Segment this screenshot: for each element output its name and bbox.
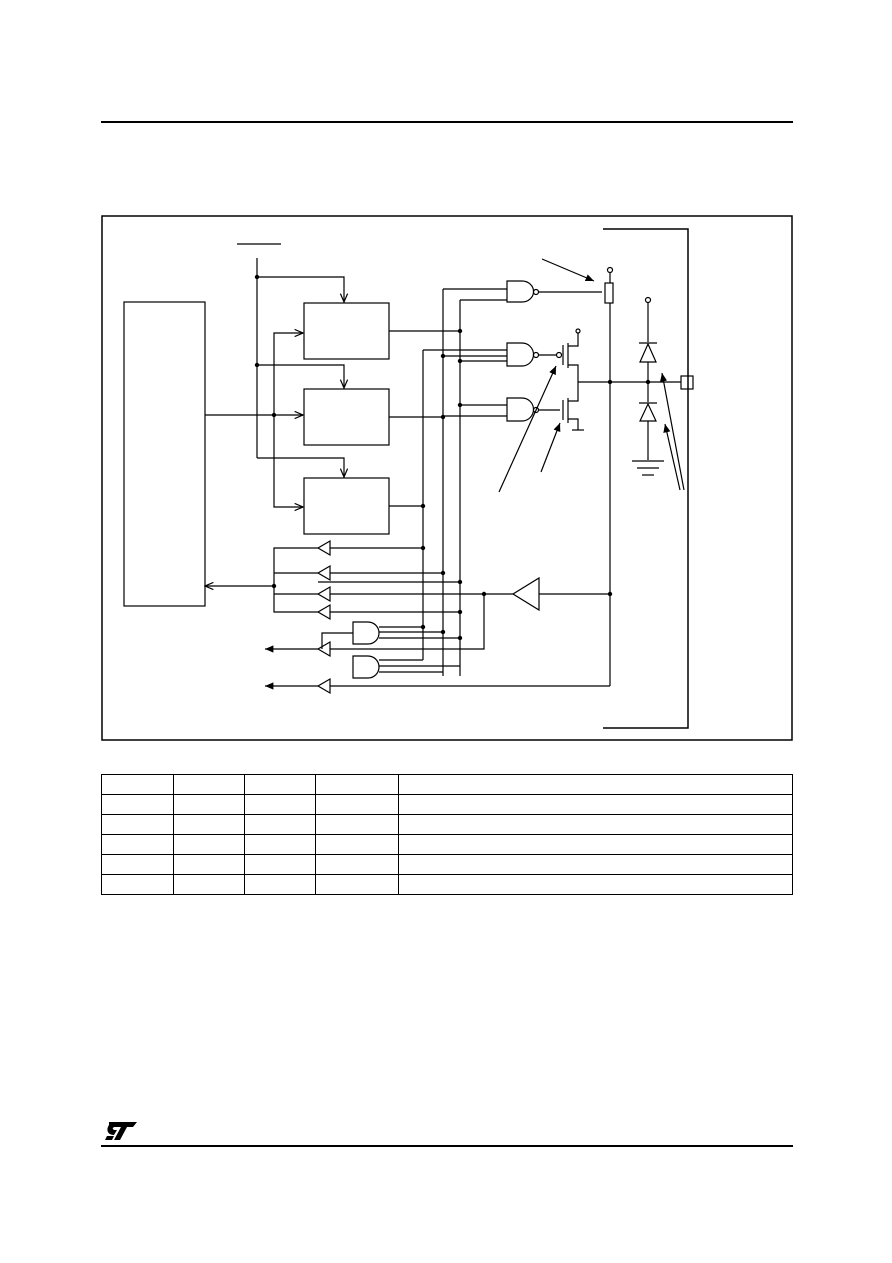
table-cell bbox=[173, 854, 245, 875]
table-cell bbox=[101, 874, 174, 895]
table-cell bbox=[244, 834, 316, 855]
table-cell bbox=[315, 774, 399, 795]
table-cell bbox=[398, 874, 793, 895]
table-cell bbox=[398, 834, 793, 855]
table-cell bbox=[244, 854, 316, 875]
table-cell bbox=[315, 874, 399, 895]
table-cell bbox=[101, 814, 174, 835]
footer-rule bbox=[101, 1145, 793, 1147]
table-cell bbox=[315, 794, 399, 815]
table-cell bbox=[173, 794, 245, 815]
table-cell bbox=[315, 814, 399, 835]
table-cell bbox=[398, 854, 793, 875]
info-table bbox=[101, 774, 793, 895]
table-row bbox=[101, 834, 793, 855]
table-cell bbox=[244, 874, 316, 895]
table-cell bbox=[244, 794, 316, 815]
pad-boundary bbox=[603, 228, 689, 729]
table-cell bbox=[101, 834, 174, 855]
pull-up-resistor bbox=[604, 282, 614, 304]
table-cell bbox=[398, 774, 793, 795]
table-row bbox=[101, 774, 793, 795]
table-cell bbox=[101, 774, 174, 795]
io-pad bbox=[680, 375, 694, 390]
table-cell bbox=[101, 854, 174, 875]
table-cell bbox=[315, 854, 399, 875]
table-cell bbox=[315, 834, 399, 855]
table-cell bbox=[173, 874, 245, 895]
table-row bbox=[101, 794, 793, 815]
st-logo bbox=[105, 1122, 137, 1140]
table-cell bbox=[101, 794, 174, 815]
register-block-3 bbox=[303, 477, 390, 535]
table-cell bbox=[398, 794, 793, 815]
header-rule bbox=[101, 121, 793, 123]
diagram-frame bbox=[101, 215, 793, 741]
table-cell bbox=[173, 774, 245, 795]
register-block-2 bbox=[303, 388, 390, 446]
table-cell bbox=[398, 814, 793, 835]
table-cell bbox=[244, 814, 316, 835]
table-row bbox=[101, 854, 793, 875]
io-port-block-diagram bbox=[101, 215, 793, 741]
table-cell bbox=[173, 814, 245, 835]
table-row bbox=[101, 874, 793, 895]
table-cell bbox=[173, 834, 245, 855]
schmitt-trigger bbox=[511, 576, 540, 612]
table-cell bbox=[244, 774, 316, 795]
data-bus-block bbox=[123, 301, 206, 607]
table-row bbox=[101, 814, 793, 835]
register-block-1 bbox=[303, 302, 390, 360]
